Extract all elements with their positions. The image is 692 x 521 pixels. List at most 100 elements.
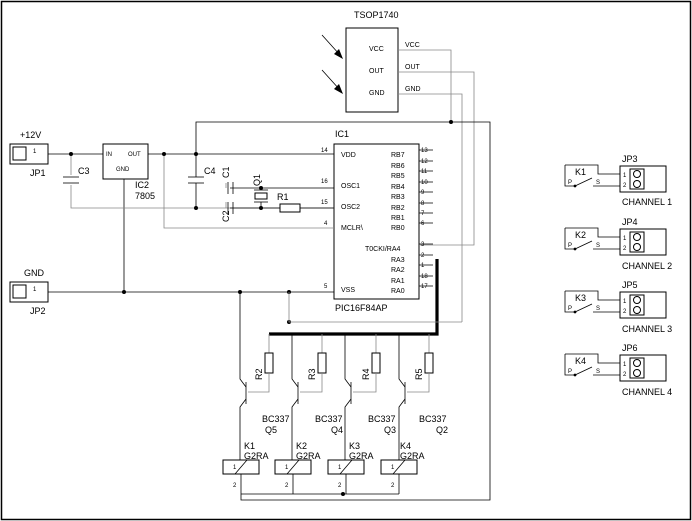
relay-coil-k2: K2 G2RA 1 2 — [274, 441, 321, 494]
mcu-pin-rb2: RB2 — [391, 205, 405, 212]
mcu-pin-rb3: RB3 — [391, 194, 405, 201]
k2-contact-s: S — [596, 243, 600, 249]
mcu-pin-ra4: T0CKI/RA4 — [365, 246, 401, 253]
crystal-label: Q1 — [252, 174, 262, 186]
mcu-pin-13: 13 — [421, 148, 428, 154]
k3-pin1: 1 — [338, 465, 342, 471]
k4-ref: K4 — [400, 441, 411, 451]
mcu-pin-rb7: RB7 — [391, 152, 405, 159]
reg-ref: IC2 — [135, 180, 149, 190]
contact-k1-ref: K1 — [575, 167, 586, 177]
k2-contact-p: P — [568, 243, 572, 249]
q5-part: BC337 — [262, 414, 290, 424]
mcu-pin-17: 17 — [421, 284, 428, 290]
k1-part: G2RA — [244, 451, 269, 461]
k2-pin2: 2 — [285, 483, 289, 489]
jp4-pin1: 1 — [623, 236, 627, 242]
mcu-pin-ra3: RA3 — [391, 257, 405, 264]
k4-pin2: 2 — [391, 483, 395, 489]
mcu-pin-10: 10 — [421, 180, 428, 186]
k3-contact-s: S — [596, 306, 600, 312]
reg-gnd: GND — [116, 167, 130, 173]
k4-contact-s: S — [596, 369, 600, 375]
k3-part: G2RA — [349, 451, 374, 461]
k2-ref: K2 — [296, 441, 307, 451]
mcu-pin-3: 3 — [421, 242, 425, 248]
jp6-pin1: 1 — [623, 362, 627, 368]
mcu-pin-18: 18 — [421, 274, 428, 280]
ir-pin-vcc: VCC — [369, 46, 384, 53]
relay-coil-k4: K4 G2RA 1 2 — [380, 441, 425, 494]
ir-pin-gnd: GND — [369, 90, 385, 97]
ir-receiver: TSOP1740 VCC OUT GND VCC OUT GND — [321, 10, 421, 113]
k3-pin2: 2 — [338, 483, 342, 489]
jp6-pin2: 2 — [623, 372, 627, 378]
mcu-pin-mclr: MCLR\ — [341, 225, 363, 232]
contact-k4-ref: K4 — [575, 356, 586, 366]
mcu-pin-8: 8 — [421, 201, 425, 207]
q2-ref: Q2 — [436, 425, 448, 435]
jp6-label: JP6 — [622, 343, 638, 353]
jp2-pin-num: 1 — [33, 287, 37, 293]
q2-part: BC337 — [419, 414, 447, 424]
mcu-pin-ra1: RA1 — [391, 278, 405, 285]
oscillator-section: C1 C2 Q1 R1 — [221, 166, 334, 222]
c2-label: C2 — [221, 210, 231, 222]
mcu-pin-vdd: VDD — [341, 152, 356, 159]
capacitor-c4: C4 — [188, 154, 216, 208]
mcu-pin-5: 5 — [324, 284, 328, 290]
mcu-pin-rb1: RB1 — [391, 215, 405, 222]
mcu-pin-12: 12 — [421, 159, 428, 165]
k4-contact-p: P — [568, 369, 572, 375]
relay-coil-k3: K3 G2RA 1 2 — [327, 441, 374, 494]
mcu-pin-ra2: RA2 — [391, 267, 405, 274]
driver-stage-4: R5 BC337 Q2 — [398, 334, 448, 460]
jp4-label: JP4 — [622, 217, 638, 227]
k4-pin1: 1 — [391, 465, 395, 471]
capacitor-c3: C3 — [63, 166, 90, 184]
k1-pin1: 1 — [233, 465, 237, 471]
q3-part: BC337 — [368, 414, 396, 424]
output-channel-4: K4 P S JP6 1 2 CHANNEL 4 — [564, 343, 672, 397]
mcu-ref: IC1 — [335, 129, 349, 139]
channel-1-label: CHANNEL 1 — [622, 197, 672, 207]
q5-ref: Q5 — [265, 425, 277, 435]
mcu-pin-7: 7 — [421, 211, 425, 217]
k3-contact-p: P — [568, 306, 572, 312]
q4-ref: Q4 — [331, 425, 343, 435]
channel-4-label: CHANNEL 4 — [622, 387, 672, 397]
q3-ref: Q3 — [384, 425, 396, 435]
mcu-pin-osc1: OSC1 — [341, 183, 360, 190]
ir-wires — [398, 49, 475, 322]
reg-part: 7805 — [135, 191, 155, 201]
r3-label: R3 — [307, 368, 317, 380]
mcu-pin-vss: VSS — [341, 287, 355, 294]
ir-net-vcc: VCC — [405, 42, 420, 49]
mcu-pin-rb5: RB5 — [391, 173, 405, 180]
driver-stage-3: R4 BC337 Q3 — [344, 334, 396, 460]
jp4-pin2: 2 — [623, 246, 627, 252]
jp3-label: JP3 — [622, 154, 638, 164]
ir-light-arrows-icon — [321, 34, 343, 94]
jp1-pin-num: 1 — [33, 149, 37, 155]
k1-pin2: 2 — [233, 483, 237, 489]
driver-stage-1: R2 BC337 Q5 — [239, 292, 290, 460]
ir-net-gnd: GND — [405, 86, 421, 93]
mcu-pin-1: 1 — [421, 263, 425, 269]
ground-connector-jp2: GND 1 JP2 — [9, 268, 49, 316]
mcu-pin-osc2: OSC2 — [341, 204, 360, 211]
c3-label: C3 — [78, 166, 90, 176]
ir-pin-out: OUT — [369, 68, 385, 75]
ir-receiver-name: TSOP1740 — [354, 10, 399, 20]
r5-label: R5 — [414, 368, 424, 380]
mcu-pin-rb0: RB0 — [391, 225, 405, 232]
driver-stage-2: R3 BC337 Q4 — [291, 334, 343, 460]
mcu-part: PIC16F84AP — [335, 303, 388, 313]
k2-part: G2RA — [296, 451, 321, 461]
jp3-pin1: 1 — [623, 173, 627, 179]
mcu-pin-15: 15 — [321, 200, 328, 206]
reg-in: IN — [106, 152, 112, 158]
mcu-pin-4: 4 — [324, 221, 328, 227]
ground-label: GND — [24, 268, 45, 278]
